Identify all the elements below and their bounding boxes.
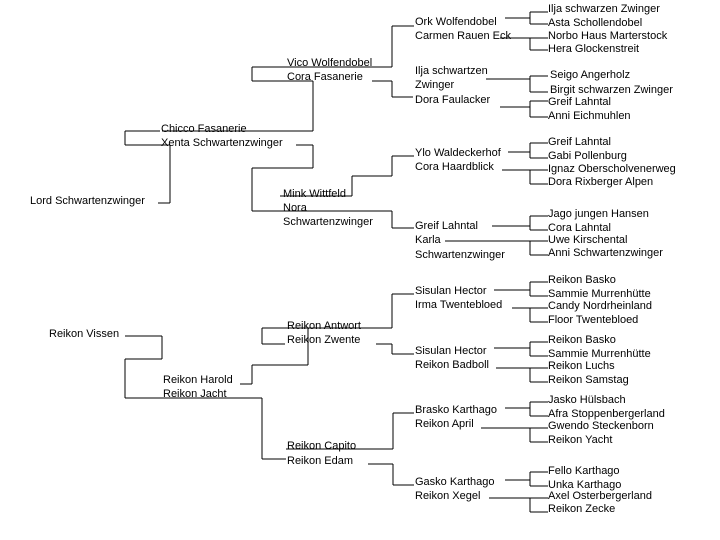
connector-lines: [124, 11, 548, 513]
ancestor-name[interactable]: Gasko Karthago: [415, 476, 495, 488]
sire-name[interactable]: Lord Schwartenzwinger: [30, 195, 145, 207]
ancestor-name[interactable]: Reikon April: [415, 418, 474, 430]
ancestor-name[interactable]: Dora Rixberger Alpen: [548, 176, 653, 188]
ancestor-name[interactable]: Greif Lahntal: [415, 220, 478, 232]
grandparent-name[interactable]: Xenta Schwartenzwinger: [161, 137, 283, 149]
ancestor-name[interactable]: Sammie Murrenhütte: [548, 348, 651, 360]
ancestor-name[interactable]: Reikon Basko: [548, 274, 616, 286]
ancestor-name[interactable]: Hera Glockenstreit: [548, 43, 639, 55]
ancestor-name[interactable]: Reikon Basko: [548, 334, 616, 346]
ancestor-name[interactable]: Reikon Xegel: [415, 490, 480, 502]
ancestor-name[interactable]: Reikon Antwort: [287, 320, 361, 332]
grandparent-name[interactable]: Reikon Jacht: [163, 388, 227, 400]
ancestor-name[interactable]: Jago jungen Hansen: [548, 208, 649, 220]
ancestor-name[interactable]: Anni Eichmuhlen: [548, 110, 631, 122]
ancestor-name[interactable]: Irma Twentebloed: [415, 299, 502, 311]
ancestor-name[interactable]: Reikon Zwente: [287, 334, 360, 346]
ancestor-name[interactable]: Karla: [415, 234, 442, 246]
ancestor-name[interactable]: Cora Lahntal: [548, 222, 611, 234]
ancestor-name[interactable]: Gwendo Steckenborn: [548, 420, 654, 432]
ancestor-name[interactable]: Anni Schwartenzwinger: [548, 247, 663, 259]
ancestor-name[interactable]: Carmen Rauen Eck: [415, 30, 511, 42]
ancestor-name[interactable]: Brasko Karthago: [415, 404, 497, 416]
ancestor-name[interactable]: Sisulan Hector: [415, 345, 487, 357]
generation-2: Chicco Fasanerie Xenta Schwartenzwinger …: [161, 123, 283, 400]
ancestor-name[interactable]: Mink Wittfeld: [283, 188, 346, 200]
ancestor-name[interactable]: Seigo Angerholz: [550, 69, 630, 81]
ancestor-name[interactable]: Ilja schwarzen Zwinger: [548, 3, 660, 15]
ancestor-name[interactable]: Greif Lahntal: [548, 96, 611, 108]
ancestor-name[interactable]: Dora Faulacker: [415, 94, 491, 106]
grandparent-name[interactable]: Reikon Harold: [163, 374, 233, 386]
ancestor-name[interactable]: Cora Fasanerie: [287, 71, 363, 83]
ancestor-name[interactable]: Reikon Zecke: [548, 503, 615, 515]
ancestor-name[interactable]: Norbo Haus Marterstock: [548, 30, 668, 42]
ancestor-name[interactable]: Reikon Samstag: [548, 374, 629, 386]
ancestor-name[interactable]: Ilja schwartzen: [415, 65, 488, 77]
ancestor-name[interactable]: Schwartenzwinger: [415, 249, 505, 261]
ancestor-name[interactable]: Reikon Luchs: [548, 360, 615, 372]
ancestor-name[interactable]: Nora: [283, 202, 308, 214]
ancestor-name[interactable]: Ignaz Oberscholvenerweg: [548, 163, 676, 175]
dam-name[interactable]: Reikon Vissen: [49, 328, 119, 340]
ancestor-name[interactable]: Floor Twentebloed: [548, 314, 638, 326]
ancestor-name[interactable]: Afra Stoppenbergerland: [548, 408, 665, 420]
ancestor-name[interactable]: Ylo Waldeckerhof: [415, 147, 502, 159]
ancestor-name[interactable]: Axel Osterbergerland: [548, 490, 652, 502]
generation-1: Lord Schwartenzwinger Reikon Vissen: [30, 195, 145, 340]
ancestor-name[interactable]: Candy Nordrheinland: [548, 300, 652, 312]
ancestor-name[interactable]: Ork Wolfendobel: [415, 16, 497, 28]
ancestor-name[interactable]: Jasko Hülsbach: [548, 394, 626, 406]
ancestor-name[interactable]: Vico Wolfendobel: [287, 57, 372, 69]
ancestor-name[interactable]: Asta Schollendobel: [548, 17, 642, 29]
grandparent-name[interactable]: Chicco Fasanerie: [161, 123, 247, 135]
ancestor-name[interactable]: Reikon Edam: [287, 455, 353, 467]
ancestor-name[interactable]: Greif Lahntal: [548, 136, 611, 148]
ancestor-name[interactable]: Fello Karthago: [548, 465, 620, 477]
generation-3: Vico Wolfendobel Cora Fasanerie Mink Wit…: [283, 57, 373, 467]
ancestor-name[interactable]: Reikon Yacht: [548, 434, 612, 446]
ancestor-name[interactable]: Gabi Pollenburg: [548, 150, 627, 162]
ancestor-name[interactable]: Zwinger: [415, 79, 454, 91]
ancestor-name[interactable]: Reikon Badboll: [415, 359, 489, 371]
ancestor-name[interactable]: Schwartenzwinger: [283, 216, 373, 228]
generation-5: Ilja schwarzen Zwinger Asta Schollendobe…: [548, 3, 676, 515]
ancestor-name[interactable]: Sammie Murrenhütte: [548, 288, 651, 300]
ancestor-name[interactable]: Unka Karthago: [548, 479, 621, 491]
ancestor-name[interactable]: Sisulan Hector: [415, 285, 487, 297]
ancestor-name[interactable]: Cora Haardblick: [415, 161, 494, 173]
generation-4: Ork Wolfendobel Carmen Rauen Eck Ilja sc…: [415, 16, 511, 502]
ancestor-name[interactable]: Uwe Kirschental: [548, 234, 627, 246]
ancestor-name[interactable]: Birgit schwarzen Zwinger: [550, 84, 673, 96]
ancestor-name[interactable]: Reikon Capito: [287, 440, 356, 452]
